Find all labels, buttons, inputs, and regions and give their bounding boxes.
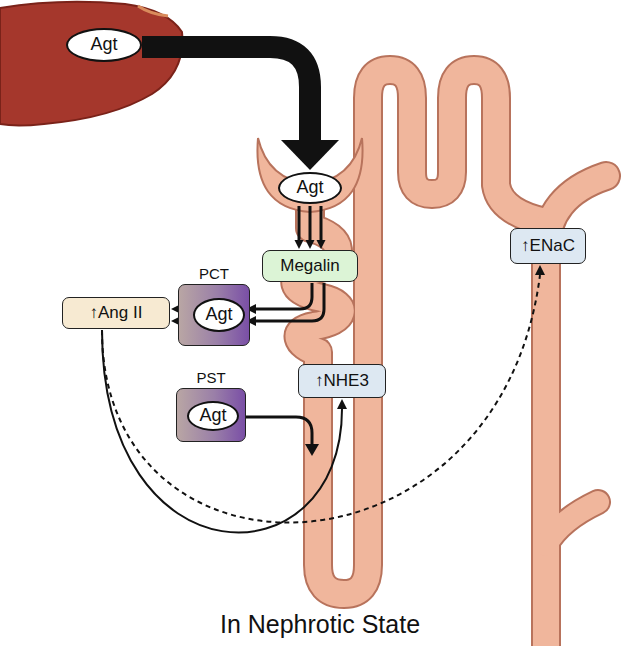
connector xyxy=(142,47,339,170)
receptor-box: Megalin xyxy=(262,250,358,282)
node-text: ↑Ang II xyxy=(90,304,143,323)
segment-box: PSTAgt xyxy=(176,388,246,442)
segment-box: PCTAgt xyxy=(178,284,250,346)
arrow-head xyxy=(305,444,319,456)
arrow-head xyxy=(535,265,545,275)
node-text: ↑ENaC xyxy=(521,237,575,256)
tubule xyxy=(295,70,606,646)
connector xyxy=(295,206,326,249)
node-text: Megalin xyxy=(280,257,340,276)
node-text: ↑NHE3 xyxy=(315,372,369,391)
liver-lobe-line xyxy=(138,6,168,16)
liver xyxy=(0,2,182,126)
hormone-box: ↑Ang II xyxy=(62,297,170,329)
arrow-shaft xyxy=(142,47,310,144)
channel-box: ↑ENaC xyxy=(510,228,586,264)
node-text: Agt xyxy=(205,305,232,325)
node-text: Agt xyxy=(199,406,226,426)
agt-oval: Agt xyxy=(193,298,245,332)
arrow-shaft xyxy=(298,206,301,242)
connector xyxy=(246,283,324,326)
agt-oval: Agt xyxy=(187,401,239,431)
agt-oval: Agt xyxy=(278,172,342,204)
arrow-head xyxy=(317,240,326,249)
arrow-head xyxy=(281,140,339,170)
arrow-curve xyxy=(102,330,342,532)
agt-oval: Agt xyxy=(66,28,142,62)
segment-label: PST xyxy=(177,369,245,386)
arrow-shaft xyxy=(254,283,312,309)
secretion-arrow xyxy=(242,417,312,446)
arrow-head xyxy=(337,399,347,409)
node-text: Agt xyxy=(296,178,323,198)
transporter-box: ↑NHE3 xyxy=(298,364,386,398)
bowman-capsule xyxy=(257,138,362,212)
arrow-shaft xyxy=(320,206,323,242)
caption: In Nephrotic State xyxy=(0,610,640,639)
arrow-head xyxy=(295,240,304,249)
arrow-head xyxy=(306,240,315,249)
node-text: Agt xyxy=(90,35,117,55)
arrow-shaft xyxy=(254,283,324,321)
connector xyxy=(102,330,347,532)
segment-label: PCT xyxy=(179,265,249,282)
arrow-shaft xyxy=(309,206,312,242)
